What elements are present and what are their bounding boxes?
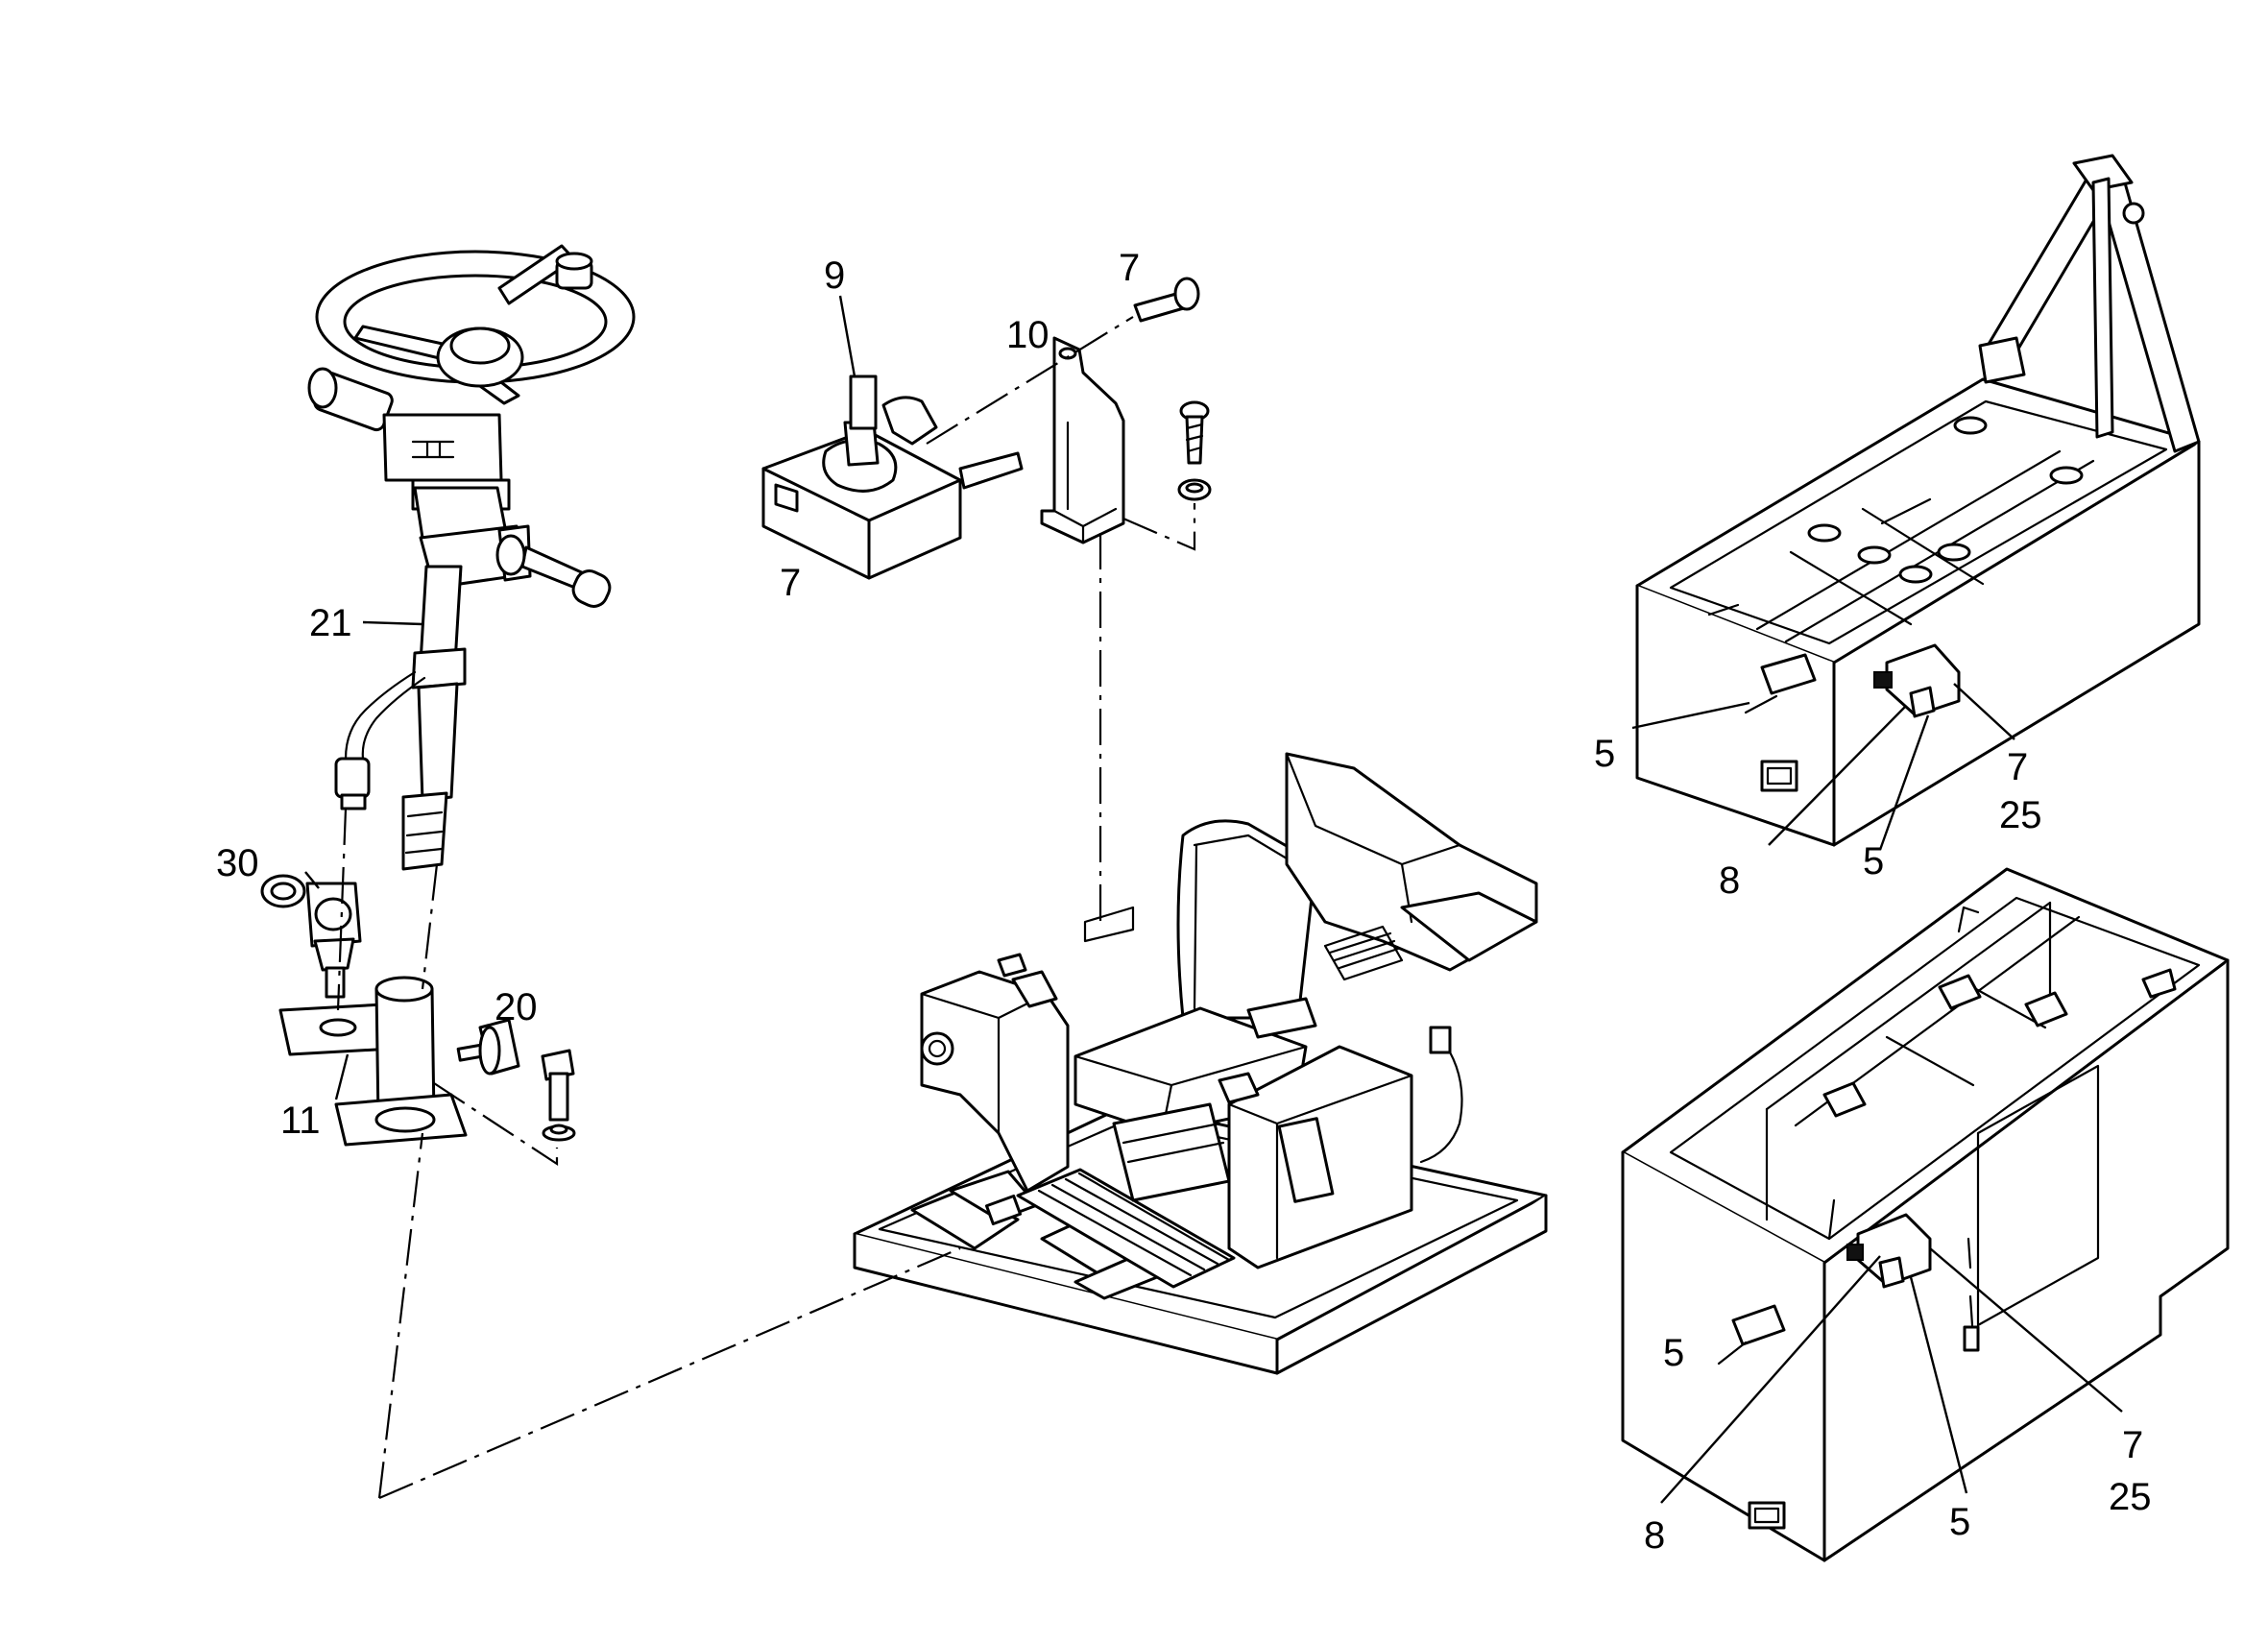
ignition-switch: [260, 874, 362, 999]
bracket: [1040, 336, 1125, 544]
callout-7-lower: 7: [2122, 1424, 2143, 1466]
platform-cables: [1419, 1026, 1463, 1164]
callout-7-upper: 7: [2007, 746, 2028, 788]
upper-tank-caps: [1807, 416, 2084, 584]
callout-5-lower-lower: 5: [1949, 1501, 1970, 1543]
upper-tank: [1635, 377, 2201, 847]
steering-column-head: [307, 367, 612, 608]
upper-tank-leaders: [1631, 683, 2015, 851]
screw-top: [1133, 277, 1200, 323]
upper-tank-lifting-frame: [1978, 154, 2201, 453]
column-base: [334, 976, 468, 1147]
lower-box-leaders: [1660, 1247, 2123, 1504]
callout-11: 11: [280, 1100, 321, 1142]
screw-washer-right: [1177, 400, 1212, 501]
hex-bolt-washer: [541, 1049, 576, 1142]
callout-25-lower: 25: [2109, 1476, 2152, 1518]
column-phantom-lines: [336, 808, 559, 1167]
callout-7-joystick: 7: [780, 562, 801, 604]
right-console: [1218, 1045, 1413, 1269]
left-leaders: [304, 295, 961, 1500]
step-plate: [1016, 1168, 1236, 1289]
left-console: [920, 953, 1070, 1193]
callout-5-lower-left: 5: [1663, 1332, 1684, 1374]
callout-25-upper: 25: [1999, 794, 2042, 836]
steering-column-tube: [334, 565, 467, 871]
joystick-unit: [761, 375, 1024, 580]
lower-box-switches: [1717, 1213, 1980, 1366]
callout-8-upper: 8: [1719, 859, 1740, 902]
callout-5-upper-lower: 5: [1863, 840, 1884, 882]
steering-wheel: [315, 244, 636, 405]
knob-bolt: [456, 1018, 520, 1076]
callout-9: 9: [824, 254, 845, 297]
callout-20: 20: [495, 986, 538, 1028]
callout-8-lower: 8: [1644, 1514, 1665, 1557]
joystick-phantom-lines: [926, 316, 1196, 922]
callout-21: 21: [309, 602, 352, 644]
rear-hood: [1083, 752, 1538, 981]
upper-tank-switches: [1744, 643, 1961, 718]
callout-5-upper-left: 5: [1594, 733, 1615, 775]
callout-10: 10: [1006, 314, 1050, 356]
callout-30: 30: [216, 842, 259, 884]
callout-7-screw: 7: [1119, 247, 1140, 289]
lower-box: [1621, 867, 2230, 1562]
